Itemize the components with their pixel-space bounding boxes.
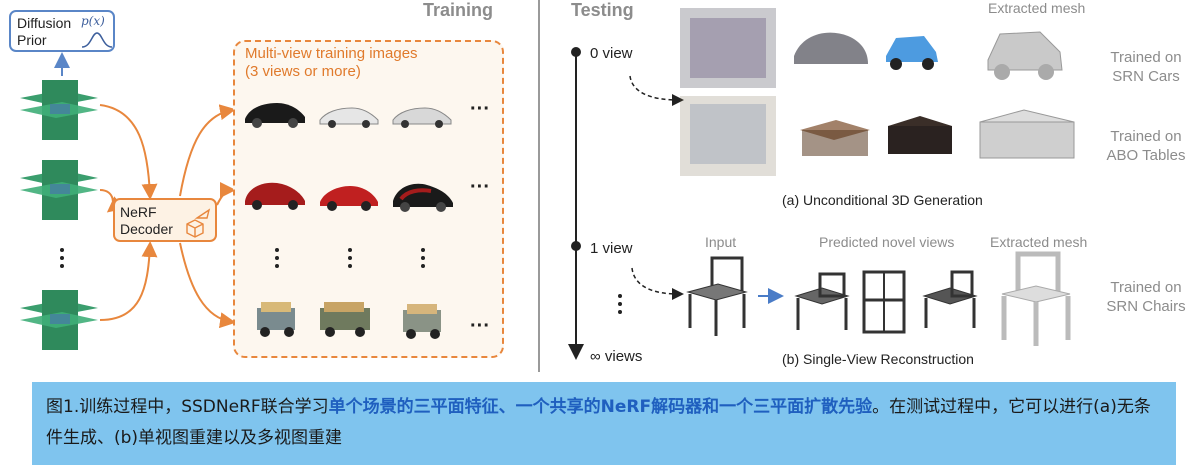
train-vdots-2: [348, 248, 352, 268]
timeline-dot-0: [571, 47, 581, 57]
trained-tables-line1: Trained on: [1110, 128, 1182, 145]
trained-on-srn-cars: Trained on SRN Cars: [1098, 48, 1194, 86]
decoder-line1: NeRF: [120, 204, 157, 220]
trained-on-srn-chairs: Trained on SRN Chairs: [1098, 278, 1194, 316]
predicted-novel-views-label: Predicted novel views: [819, 234, 955, 250]
section-divider: [538, 0, 540, 372]
table-extracted-mesh: [979, 109, 1075, 159]
training-title: Training: [423, 0, 494, 20]
timeline-0-view: 0 view: [590, 45, 633, 62]
car-partial-cloud: [794, 32, 868, 64]
prior-label-line1: Diffusion: [17, 15, 72, 31]
triplane-2: [20, 160, 98, 220]
extracted-mesh-label-bottom: Extracted mesh: [990, 234, 1088, 250]
training-images-title-line2: (3 views or more): [245, 63, 361, 80]
car-noise-cloud: [680, 8, 776, 88]
caption-single-view: (b) Single-View Reconstruction: [782, 351, 974, 367]
figure-caption-bar: 图1.训练过程中，SSDNeRF联合学习单个场景的三平面特征、一个共享的NeRF…: [32, 382, 1176, 465]
train-car-red-2: [320, 186, 378, 211]
camera-cube-icon: [186, 208, 211, 238]
testing-diagram: [568, 8, 1075, 360]
train-car-black-1: [245, 103, 305, 128]
train-car-red-1: [245, 182, 305, 210]
diffusion-prior-box: Diffusion Prior p(x): [9, 10, 115, 52]
table-partial-cloud: [800, 120, 870, 156]
chair-novel-view-1: [794, 272, 850, 330]
caption-part1: 图1.训练过程中，SSDNeRF联合学习: [46, 397, 329, 417]
gaussian-curve-icon: [81, 32, 113, 48]
train-ellipsis-3: ···: [470, 315, 490, 337]
caption-part2: 。在测试过程中，它可以进行(a)无条件生成、(b)单视图重建以及多视图重建: [46, 397, 1151, 448]
car-blue-render: [886, 36, 938, 70]
trained-on-abo-tables: Trained on ABO Tables: [1098, 127, 1194, 165]
extracted-mesh-label-top: Extracted mesh: [988, 0, 1086, 16]
train-ellipsis-2: ···: [470, 176, 490, 198]
timeline-inf-views: ∞ views: [590, 348, 643, 365]
train-ellipsis-1: ···: [470, 98, 490, 120]
train-car-white-2: [392, 107, 452, 128]
trained-cars-line2: SRN Cars: [1112, 68, 1180, 85]
decoder-line2: Decoder: [120, 221, 173, 237]
chair-input-render: [686, 256, 748, 336]
triplane-1: [20, 80, 98, 140]
train-jeep-3: [403, 304, 441, 339]
trained-tables-line2: ABO Tables: [1106, 147, 1186, 164]
input-label: Input: [705, 234, 737, 250]
train-jeep-1: [257, 302, 295, 337]
training-images-grid: [245, 103, 453, 339]
train-vdots-3: [421, 248, 425, 268]
nerf-decoder-label: NeRF Decoder: [120, 204, 173, 238]
timeline-1-view: 1 view: [590, 240, 633, 257]
testing-vdots: [618, 294, 622, 314]
figure-caption-text: 图1.训练过程中，SSDNeRF联合学习单个场景的三平面特征、一个共享的NeRF…: [46, 392, 1166, 454]
prior-formula: p(x): [81, 14, 105, 28]
train-car-white-1: [319, 107, 379, 128]
prior-label-line2: Prior: [17, 32, 47, 48]
trained-chairs-line2: SRN Chairs: [1106, 298, 1186, 315]
training-images-title-line1: Multi-view training images: [245, 45, 418, 62]
chair-novel-view-2: [862, 270, 906, 334]
trained-cars-line1: Trained on: [1110, 49, 1182, 66]
nerf-decoder-box: NeRF Decoder: [113, 198, 217, 242]
training-diagram: [20, 52, 236, 350]
testing-title: Testing: [571, 0, 634, 20]
train-jeep-2: [320, 302, 370, 337]
car-extracted-mesh: [987, 31, 1063, 80]
diffusion-prior-label: Diffusion Prior: [17, 15, 71, 49]
train-car-red-3: [393, 183, 453, 212]
caption-highlight: 单个场景的三平面特征、一个共享的NeRF解码器和一个三平面扩散先验: [328, 397, 873, 417]
chair-extracted-mesh: [1001, 251, 1071, 346]
timeline-dot-1: [571, 241, 581, 251]
chair-novel-view-3: [922, 270, 978, 328]
triplane-3: [20, 290, 98, 350]
table-dark-render: [888, 116, 952, 154]
train-vdots-1: [275, 248, 279, 268]
trained-chairs-line1: Trained on: [1110, 279, 1182, 296]
training-images-title: Multi-view training images (3 views or m…: [245, 45, 418, 81]
caption-unconditional: (a) Unconditional 3D Generation: [782, 192, 983, 208]
table-noise-cloud: [680, 96, 776, 176]
